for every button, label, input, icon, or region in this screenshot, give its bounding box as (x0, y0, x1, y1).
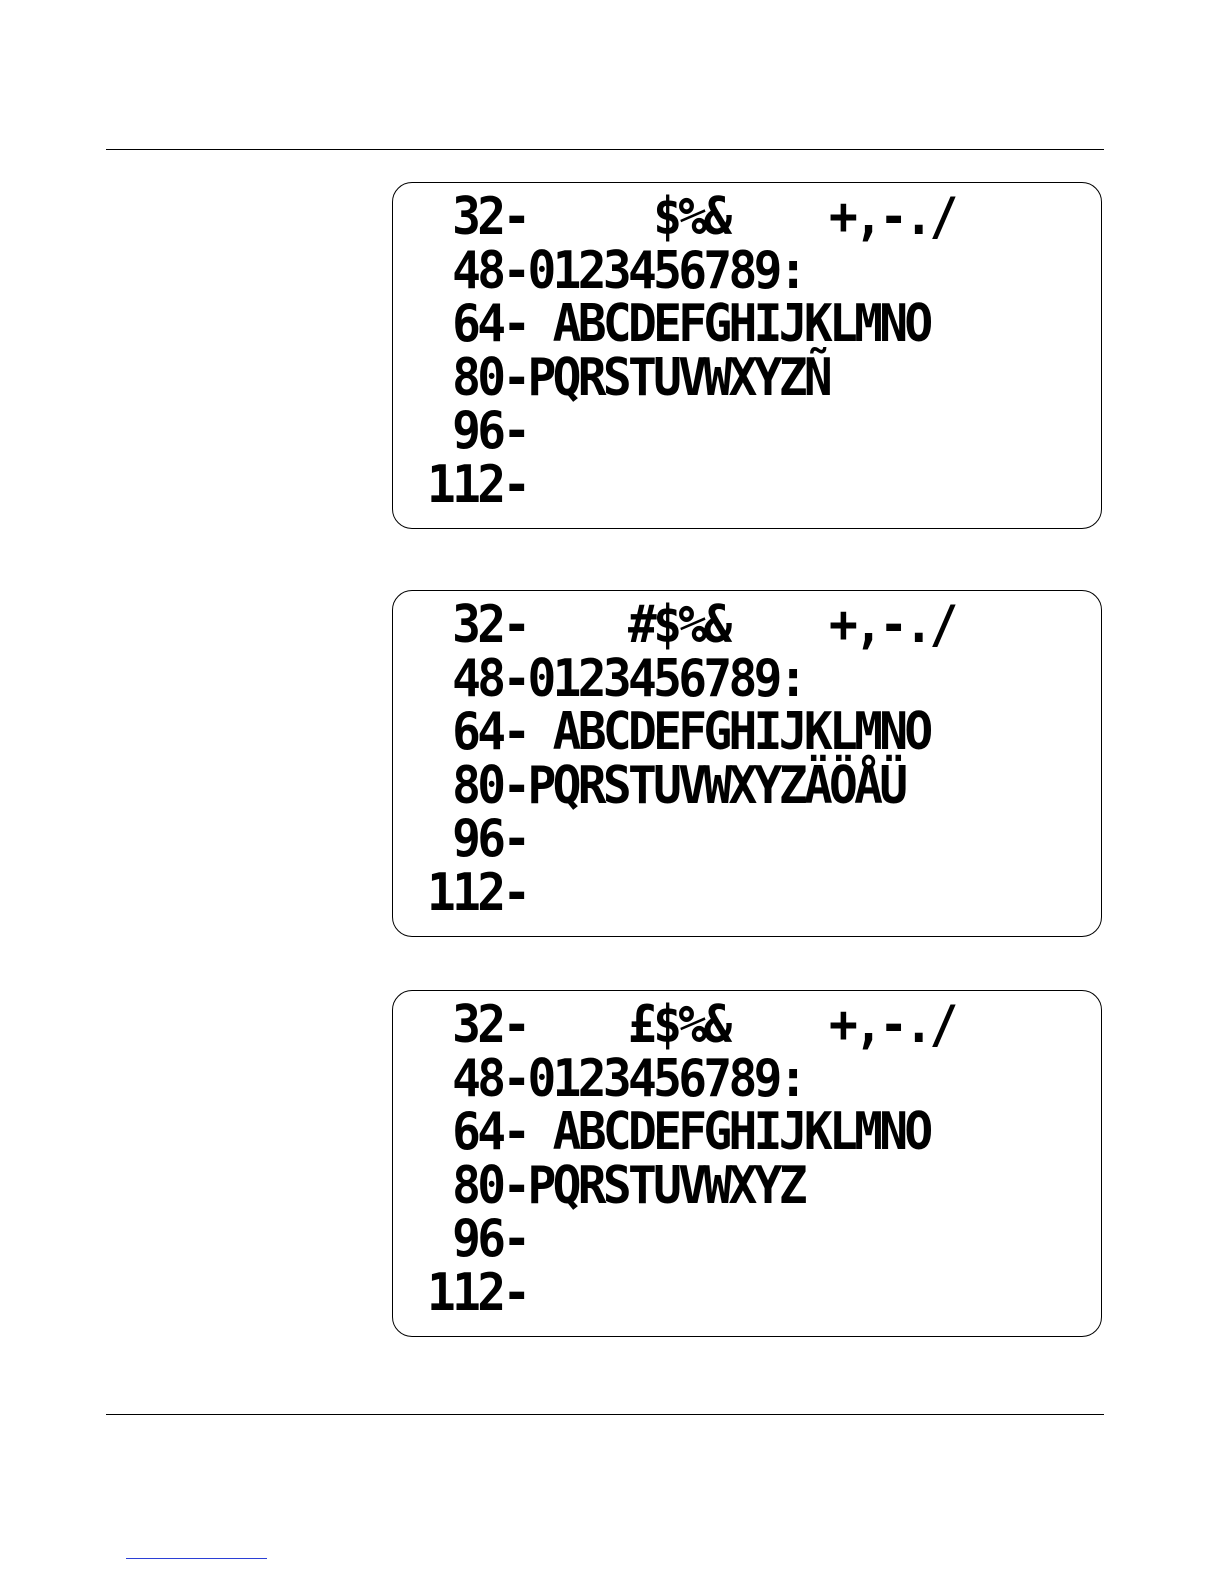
charset-rows: 32- #$%& +,-./ 48-0123456789: 64- ABCDEF… (427, 599, 1000, 920)
charset-row-112: 112- (427, 1267, 955, 1321)
charset-panel-1: 32- $%& +,-./ 48-0123456789: 64- ABCDEFG… (392, 182, 1102, 529)
charset-row-96: 96- (427, 813, 955, 867)
charset-row-80: 80-PQRSTUVWXYZ (427, 1160, 955, 1214)
header-rule (106, 149, 1104, 150)
charset-rows: 32- $%& +,-./ 48-0123456789: 64- ABCDEFG… (427, 191, 1000, 512)
charset-rows: 32- £$%& +,-./ 48-0123456789: 64- ABCDEF… (427, 999, 1000, 1320)
charset-row-48: 48-0123456789: (427, 1053, 955, 1107)
charset-row-96: 96- (427, 405, 955, 459)
charset-row-96: 96- (427, 1213, 955, 1267)
footer-link-underline[interactable] (126, 1558, 267, 1559)
charset-row-48: 48-0123456789: (427, 653, 955, 707)
footer-rule (106, 1414, 1104, 1415)
charset-panel-2: 32- #$%& +,-./ 48-0123456789: 64- ABCDEF… (392, 590, 1102, 937)
charset-row-112: 112- (427, 459, 955, 513)
charset-row-32: 32- $%& +,-./ (427, 191, 955, 245)
charset-row-112: 112- (427, 867, 955, 921)
charset-row-64: 64- ABCDEFGHIJKLMNO (427, 298, 955, 352)
charset-row-80: 80-PQRSTUVWXYZÄÖÅÜ (427, 760, 955, 814)
charset-row-80: 80-PQRSTUVWXYZÑ (427, 352, 955, 406)
charset-row-32: 32- £$%& +,-./ (427, 999, 955, 1053)
charset-panel-3: 32- £$%& +,-./ 48-0123456789: 64- ABCDEF… (392, 990, 1102, 1337)
charset-row-48: 48-0123456789: (427, 245, 955, 299)
charset-row-64: 64- ABCDEFGHIJKLMNO (427, 1106, 955, 1160)
charset-row-32: 32- #$%& +,-./ (427, 599, 955, 653)
charset-row-64: 64- ABCDEFGHIJKLMNO (427, 706, 955, 760)
